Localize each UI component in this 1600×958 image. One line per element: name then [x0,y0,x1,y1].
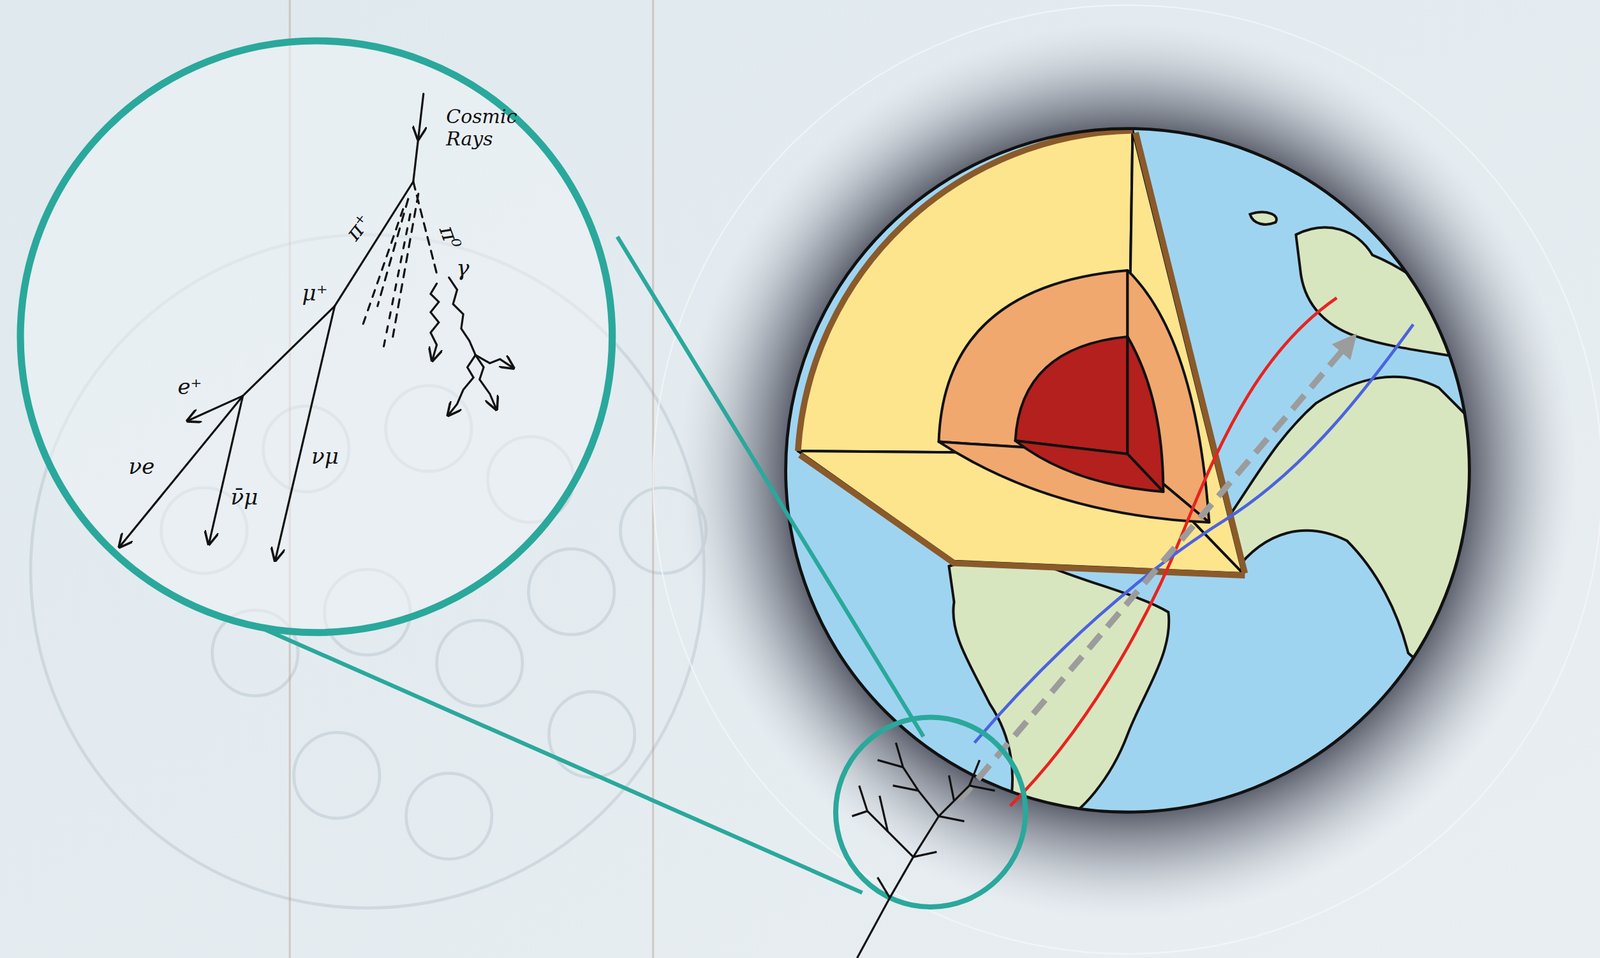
particle-symbol: π⁰ [436,222,465,252]
particle-label: π⁰ [438,226,462,249]
particle-symbol: ν̄μ [230,486,259,508]
particle-label: νμ [311,445,339,467]
particle-label: μ⁺ [302,281,328,304]
particle-symbol: νμ [311,445,339,467]
particle-symbol: e⁺ [177,375,202,398]
particle-symbol: μ⁺ [302,281,328,304]
particle-label: Cosmic Rays [445,105,538,150]
particle-label: ν̄μ [230,486,259,508]
particle-label: νe [128,455,156,478]
particle-label: γ [456,257,469,279]
particle-symbol: νe [128,455,156,478]
cosmic-ray-label: Cosmic Rays [445,105,538,150]
particle-label: π⁺ [345,216,371,238]
particle-symbol: γ [456,257,469,279]
particle-label: e⁺ [177,375,202,398]
